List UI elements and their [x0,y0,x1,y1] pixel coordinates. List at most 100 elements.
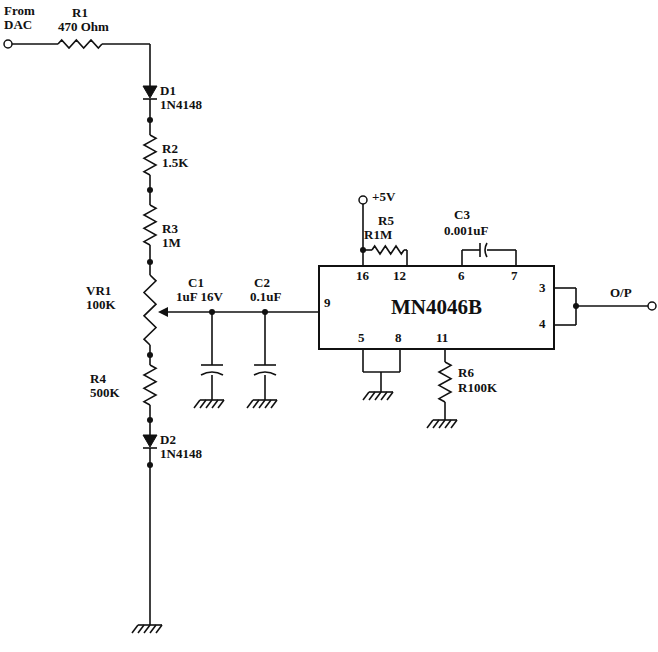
part-name: R3 [162,222,178,236]
wire [487,249,516,251]
ground-hatch [433,420,439,428]
wire [406,250,408,265]
ground-hatch [138,625,144,633]
part-value: 1N4148 [160,98,202,112]
ground-hatch [439,420,445,428]
part-value: 1N4148 [160,447,202,461]
pin-number: 16 [356,269,369,283]
terminal [4,40,12,48]
ground-hatch [206,400,212,408]
resistor-symbol [439,362,451,402]
ground-hatch [381,392,387,400]
terminal [359,196,367,204]
ground-hatch [247,400,253,408]
wire [444,402,446,420]
part-name: C3 [454,208,470,222]
part-name: R5 [378,214,394,228]
wire [362,350,364,372]
pin-number: 8 [395,331,402,345]
capacitor-plate [254,372,276,375]
junction-dot [147,117,153,123]
wire [264,375,266,400]
part-name: D1 [160,84,176,98]
capacitor-plate [254,364,276,366]
diode-symbol [143,86,157,98]
ground-hatch [375,392,381,400]
wire [211,375,213,400]
ground-hatch [369,392,375,400]
resistor-symbol [144,205,156,245]
ic-name: MN4046B [391,295,482,320]
junction-dot [147,462,153,468]
junction-dot [147,417,153,423]
pin-number: 6 [458,269,465,283]
part-name: R2 [162,142,178,156]
output-label: O/P [610,286,632,300]
pin-number: 7 [511,269,518,283]
part-name: R6 [458,366,474,380]
ground-hatch [265,400,271,408]
ground-hatch [363,392,369,400]
resistor-symbol [372,246,404,254]
capacitor-plate [201,364,223,366]
wire [461,250,463,265]
part-name: VR1 [86,284,111,298]
diode-symbol [143,435,157,447]
wire [102,43,150,45]
part-name: D2 [160,433,176,447]
pin-number: 12 [393,269,406,283]
input-label: From DAC [4,4,44,32]
part-name: R1 [72,6,88,20]
ground-hatch [194,400,200,408]
resistor-symbol [144,365,156,405]
ground-hatch [150,625,156,633]
wire [362,204,364,265]
part-name: C2 [254,276,270,290]
part-value: 1uF 16V [176,290,223,304]
wire [555,324,576,326]
part-name: R4 [90,372,106,386]
wiper-arrow [158,307,168,317]
pin-number: 9 [324,296,331,310]
part-value: 100K [86,298,116,312]
terminal [648,302,656,310]
ground-hatch [218,400,224,408]
wire [555,287,576,289]
junction-dot [147,187,153,193]
wire [211,312,213,365]
pin-number: 4 [539,317,546,331]
ground-hatch [387,392,393,400]
ground-hatch [253,400,259,408]
wire [264,312,266,365]
wire [149,448,151,625]
resistor-symbol [144,275,156,345]
part-value: 0.1uF [250,290,281,304]
wire [576,305,648,307]
part-value: 0.001uF [444,224,488,238]
ground-hatch [271,400,277,408]
ground-hatch [200,400,206,408]
wire [515,250,517,265]
wire [162,311,318,313]
pin-number: 5 [358,331,365,345]
resistor-symbol [58,40,102,48]
capacitor-plate [479,243,481,257]
ground-hatch [212,400,218,408]
capacitor-plate [485,243,487,257]
wire [12,43,58,45]
ground-hatch [445,420,451,428]
ground-hatch [427,420,433,428]
part-value: 1M [162,236,181,250]
pin-number: 11 [436,331,448,345]
ground-hatch [156,625,162,633]
part-value: 1.5K [162,156,188,170]
wire [399,350,401,372]
resistor-symbol [144,135,156,175]
part-value: R1M [364,228,392,242]
ground-hatch [144,625,150,633]
supply-label: +5V [372,190,395,204]
wire [380,372,382,392]
part-value: 500K [90,386,120,400]
